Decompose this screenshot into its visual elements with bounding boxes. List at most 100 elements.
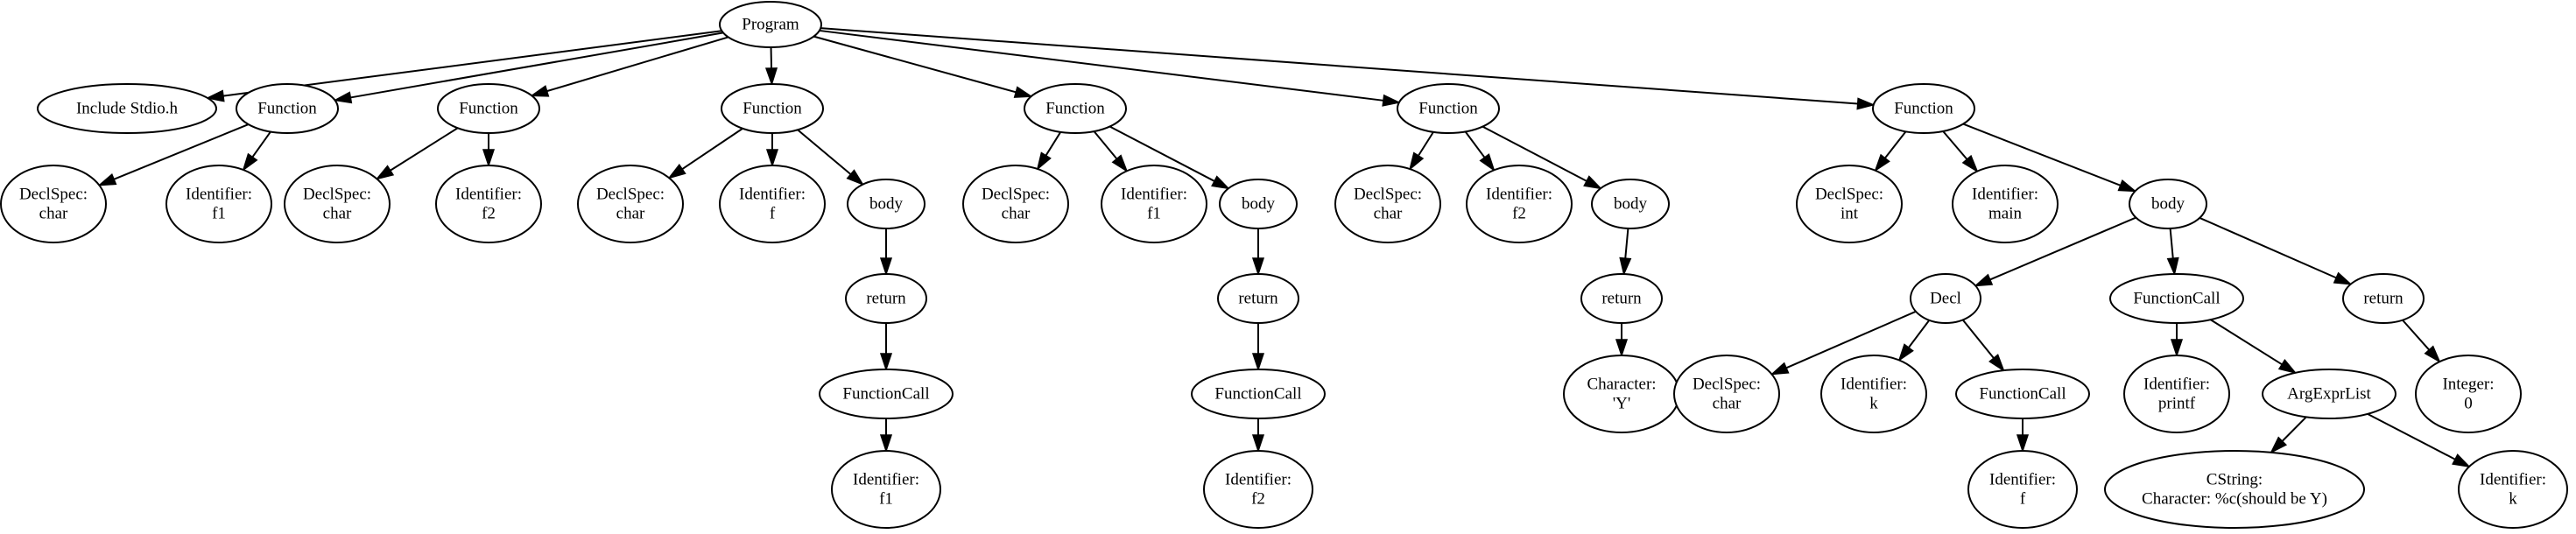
edge-line: [1045, 131, 1062, 157]
node-ellipse: [721, 83, 824, 134]
edge-line: [2281, 416, 2307, 442]
edge-fn5_body-to-fn5_return: [1619, 228, 1632, 277]
edge-fn2-to-fn2_decl: [375, 127, 459, 180]
node-label: body: [2151, 195, 2185, 214]
node-label: char: [1002, 205, 1031, 223]
node-ellipse: [165, 165, 272, 243]
node-label: Character: %c(should be Y): [2142, 490, 2327, 509]
node-ellipse: [1820, 355, 1927, 433]
edge-decl_call-to-decl_call_id: [2016, 418, 2030, 453]
arrowhead-icon: [2424, 345, 2441, 363]
arrowhead-icon: [1897, 343, 1914, 362]
node-ellipse: [1191, 369, 1326, 419]
tree-node-fn2-id: Identifier:f2: [435, 165, 542, 243]
node-label: 'Y': [1613, 395, 1631, 413]
arrowhead-icon: [1408, 151, 1425, 172]
edge-decl-to-decl_call: [1961, 319, 2005, 373]
arrowhead-icon: [667, 163, 686, 179]
edge-fn3_return-to-fn3_call: [879, 323, 893, 372]
edge-fn6-to-fn6_decl: [1874, 130, 1907, 172]
node-ellipse: [1203, 450, 1313, 529]
tree-node-decl-call: FunctionCall: [1955, 369, 2090, 419]
edge-fn6_body-to-decl: [1974, 216, 2136, 287]
node-ellipse: [1101, 165, 1207, 243]
node-ellipse: [845, 273, 927, 324]
tree-node-fn5-char: Character:'Y': [1563, 355, 1680, 433]
node-label: DeclSpec:: [1693, 376, 1761, 394]
node-label: body: [869, 195, 904, 214]
arrowhead-icon: [1961, 154, 1979, 173]
edge-fn4_return-to-fn4_call: [1251, 323, 1265, 372]
arrowhead-icon: [1013, 86, 1033, 98]
node-label: f: [2020, 490, 2026, 509]
node-label: Identifier:: [1121, 186, 1187, 204]
node-label: Function: [743, 100, 802, 118]
arrowhead-icon: [482, 149, 496, 168]
arrowhead-icon: [2016, 434, 2030, 453]
edge-line: [1109, 125, 1215, 182]
tree-node-fn6-id: Identifier:main: [1952, 165, 2059, 243]
tree-node-fn4: Function: [1024, 83, 1127, 134]
arrowhead-icon: [765, 149, 779, 168]
tree-node-cstring: CString:Character: %c(should be Y): [2104, 450, 2365, 529]
tree-node-decl-call-id: Identifier:f: [1967, 450, 2078, 529]
arrowhead-icon: [1211, 175, 1231, 190]
edge-fn3-to-fn3_id: [765, 133, 779, 168]
tree-node-fn3-call-id: Identifier:f1: [831, 450, 941, 529]
node-label: Integer:: [2442, 376, 2494, 394]
node-label: return: [1238, 290, 1278, 308]
node-ellipse: [1334, 165, 1441, 243]
tree-node-include: Include Stdio.h: [37, 83, 217, 134]
arrowhead-icon: [1479, 153, 1496, 172]
tree-node-fn1-decl: DeclSpec:char: [0, 165, 107, 243]
node-label: Identifier:: [853, 471, 919, 489]
edges-layer: [97, 27, 2472, 468]
edge-line: [1093, 130, 1118, 160]
node-label: Program: [742, 16, 799, 34]
node-label: char: [1374, 205, 1403, 223]
node-ellipse: [2123, 355, 2230, 433]
node-label: Identifier:: [1841, 376, 1907, 394]
node-label: body: [1242, 195, 1276, 214]
arrowhead-icon: [1583, 175, 1603, 190]
node-label: Identifier:: [2143, 376, 2210, 394]
edge-line: [1785, 310, 1917, 369]
edge-fn6-to-fn6_body: [1962, 123, 2137, 193]
edge-program-to-fn2: [530, 36, 728, 97]
node-label: char: [1713, 395, 1742, 413]
edge-line: [2199, 216, 2337, 279]
edge-line: [819, 29, 1384, 102]
node-ellipse: [236, 83, 339, 134]
edge-fn1-to-fn1_decl: [97, 123, 250, 186]
node-label: Function: [1894, 100, 1953, 118]
node-label: main: [1988, 205, 2022, 223]
tree-node-decl-spec: DeclSpec:char: [1673, 355, 1780, 433]
arrowhead-icon: [2270, 436, 2288, 454]
tree-node-fn6-body: body: [2129, 179, 2207, 229]
edge-fn3_body-to-fn3_return: [879, 228, 893, 277]
edge-main_call-to-printf_id: [2170, 323, 2184, 358]
tree-node-fn3-id: Identifier:f: [719, 165, 826, 243]
edge-main_call-to-argexpr: [2209, 319, 2298, 375]
node-ellipse: [1217, 273, 1299, 324]
tree-node-fn4-call-id: Identifier:f2: [1203, 450, 1313, 529]
node-label: DeclSpec:: [1354, 186, 1422, 204]
node-label: k: [2509, 490, 2517, 509]
node-label: int: [1841, 205, 1859, 223]
tree-node-fn3: Function: [721, 83, 824, 134]
tree-node-fn4-id: Identifier:f1: [1101, 165, 1207, 243]
node-label: f1: [879, 490, 893, 509]
node-ellipse: [2129, 179, 2207, 229]
edge-line: [251, 130, 271, 158]
node-ellipse: [437, 83, 540, 134]
node-ellipse: [719, 1, 822, 48]
edge-line: [1989, 216, 2136, 281]
edge-line: [2209, 319, 2283, 366]
node-ellipse: [719, 165, 826, 243]
arrowhead-icon: [1770, 362, 1790, 376]
tree-node-fn1: Function: [236, 83, 339, 134]
node-label: DeclSpec:: [596, 186, 665, 204]
edge-line: [1464, 130, 1486, 158]
node-ellipse: [2415, 355, 2522, 433]
